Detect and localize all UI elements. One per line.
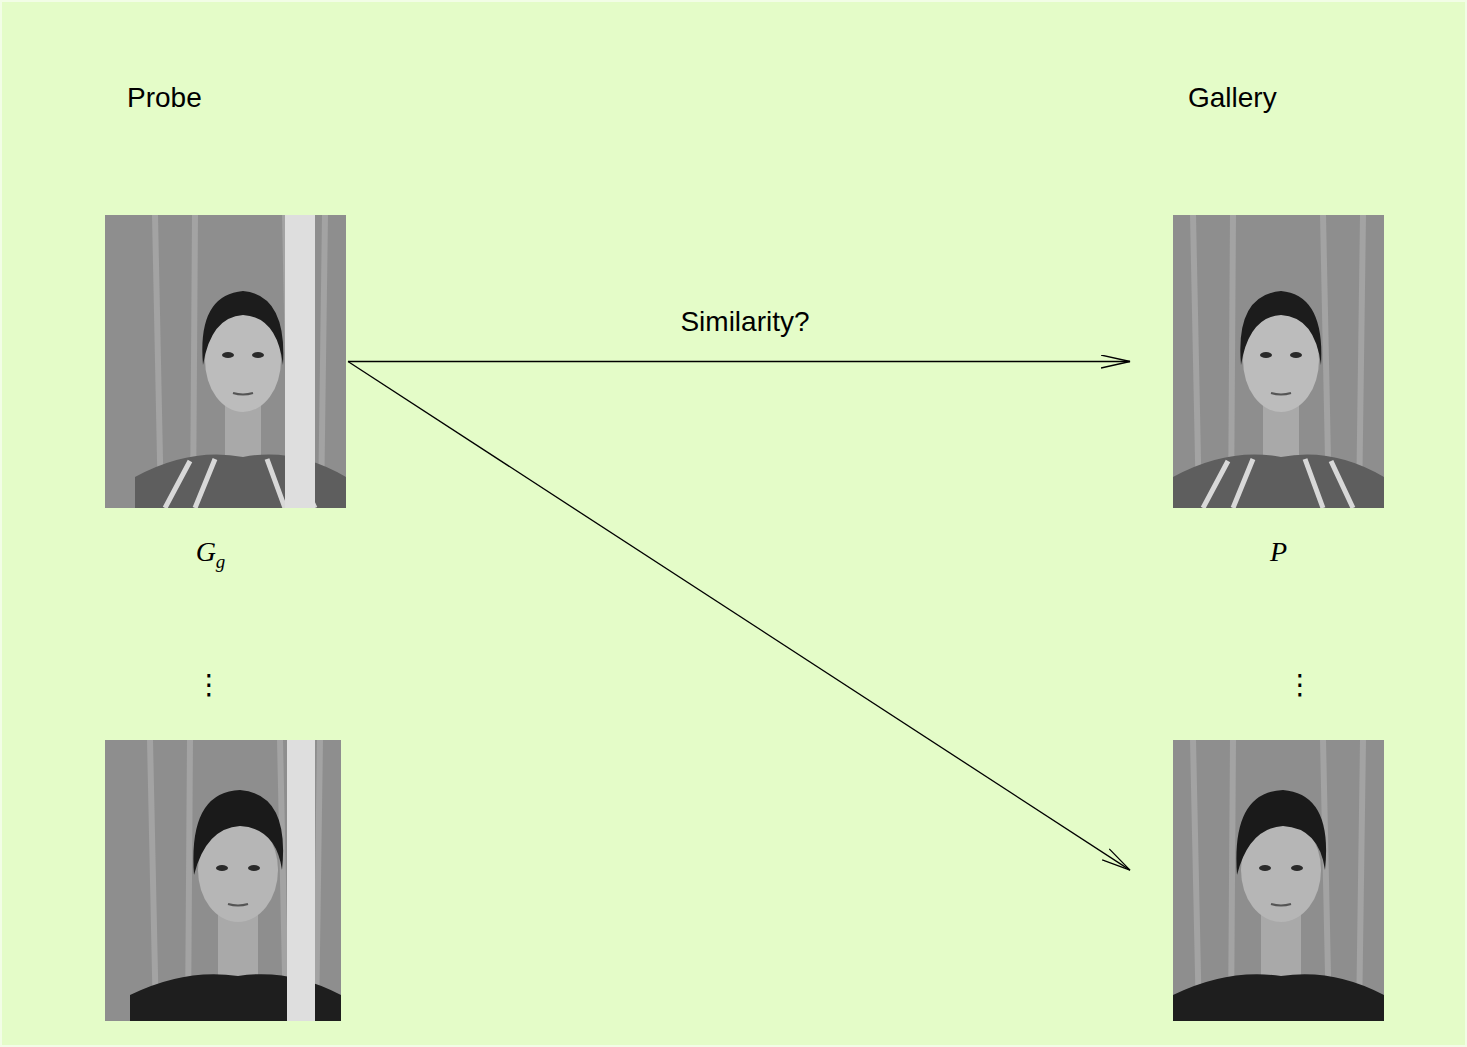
probe-photo bbox=[105, 740, 341, 1021]
similarity-arrow bbox=[348, 362, 1130, 871]
column-heading: Gallery bbox=[1188, 82, 1277, 114]
probe-photo bbox=[105, 215, 346, 508]
gallery-photo bbox=[1173, 740, 1384, 1021]
gallery-image: P bbox=[1173, 215, 1384, 508]
ellipsis-mark: ⋮ bbox=[1286, 668, 1314, 701]
caption-symbol: G bbox=[196, 536, 216, 567]
probe-image: Gg bbox=[105, 215, 316, 508]
caption-symbol: P bbox=[1270, 536, 1287, 567]
ellipsis-mark: ⋮ bbox=[195, 668, 223, 701]
image-caption: Gg bbox=[196, 536, 226, 568]
caption-subscript: g bbox=[216, 551, 226, 572]
gallery-image bbox=[1173, 740, 1384, 1021]
edge-label: Similarity? bbox=[676, 306, 813, 338]
column-heading: Probe bbox=[127, 82, 202, 114]
image-caption: P bbox=[1270, 536, 1287, 568]
gallery-photo bbox=[1173, 215, 1384, 508]
similarity-arrow bbox=[348, 361, 1130, 362]
